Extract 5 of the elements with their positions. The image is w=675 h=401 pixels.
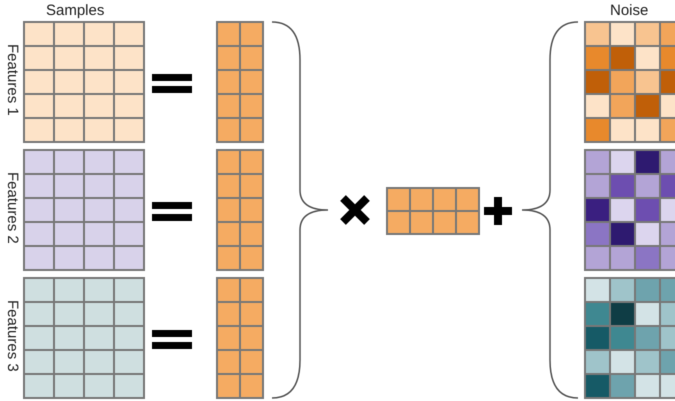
row-label: Features 1 bbox=[3, 44, 21, 116]
row-label: Features 2 bbox=[3, 172, 21, 244]
column-header: Samples bbox=[46, 2, 104, 20]
row-label: Features 3 bbox=[3, 300, 21, 372]
column-header: Noise bbox=[610, 2, 648, 20]
